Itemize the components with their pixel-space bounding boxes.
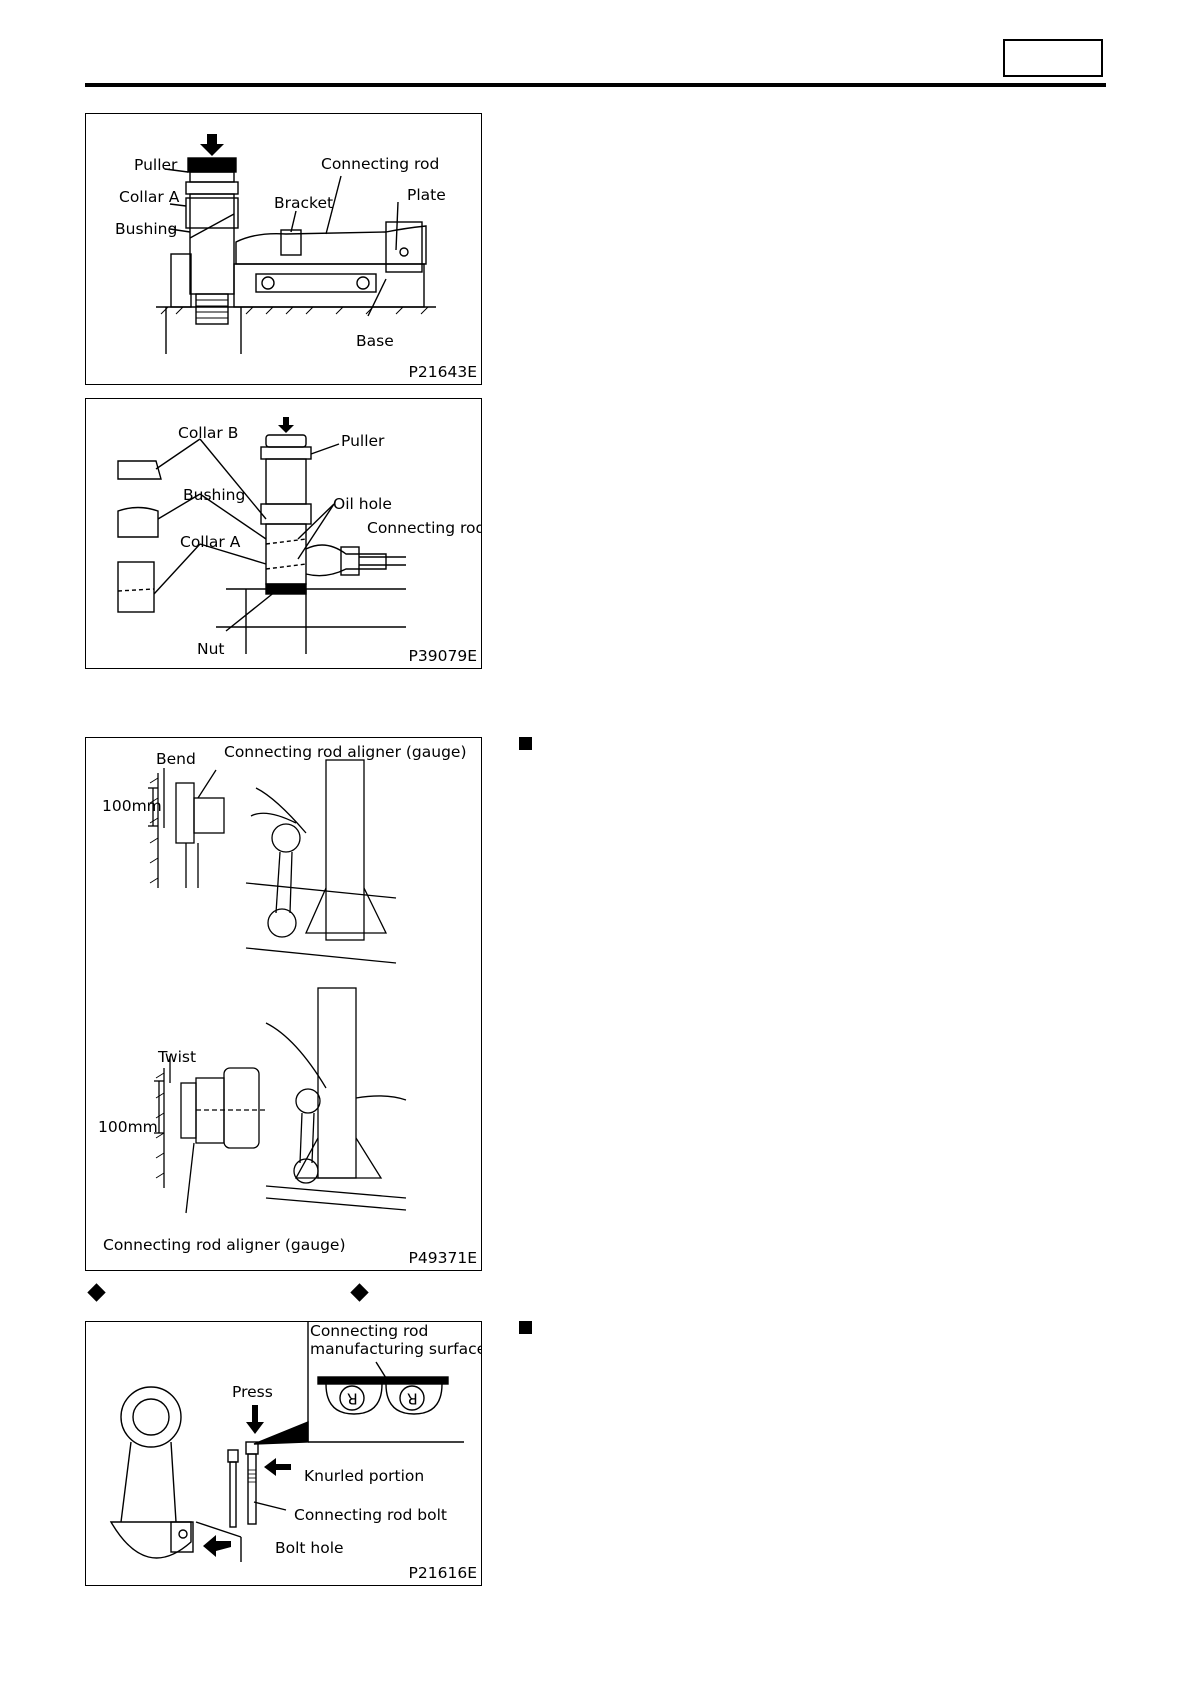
label-connecting-rod-bolt: Connecting rod bolt [294,1506,447,1524]
label-aligner-bottom: Connecting rod aligner (gauge) [103,1236,346,1254]
figure-rod-alignment-drawing [148,759,407,1214]
label-twist: Twist [158,1048,197,1066]
label-bolt-hole: Bolt hole [275,1539,344,1557]
label-press: Press [232,1383,273,1401]
figure-bushing-installation: Collar B Puller Bushing Oil hole Connect… [85,398,482,669]
label-bracket: Bracket [274,194,334,212]
label-puller: Puller [341,432,385,450]
label-nut: Nut [197,640,225,658]
label-connecting-rod: Connecting rod [321,155,440,173]
figure-rod-bolt-drawing [109,1322,464,1562]
step-bullet-diamond [87,1283,106,1302]
figure-code: P21616E [408,1563,477,1582]
label-knurled-portion: Knurled portion [304,1467,425,1485]
label-collar-a: Collar A [119,188,180,206]
figure-bushing-removal-drawing [156,134,436,354]
header-rule [85,83,1106,87]
figure-code: P39079E [408,646,477,665]
label-base: Base [356,332,394,350]
label-oil-hole: Oil hole [333,495,392,513]
label-100mm-top: 100mm [102,797,162,815]
figure-bushing-installation-drawing [117,417,406,654]
section-bullet-square [519,1321,532,1334]
figure-code: P21643E [408,362,477,381]
label-bend: Bend [156,750,196,768]
page-section-tag [1003,39,1103,77]
section-bullet-square [519,737,532,750]
figure-rod-alignment: Bend Connecting rod aligner (gauge) 100m… [85,737,482,1271]
figure-code: P49371E [408,1248,477,1267]
figure-bushing-removal: Puller Connecting rod Collar A Plate Bra… [85,113,482,385]
step-bullet-diamond [350,1283,369,1302]
label-manufacturing-surface-1: Connecting rod [310,1322,429,1340]
label-bushing: Bushing [115,220,178,238]
label-bushing: Bushing [183,486,246,504]
label-connecting-rod: Connecting rod [367,519,482,537]
label-plate: Plate [407,186,446,204]
label-manufacturing-surface-2: manufacturing surface [310,1340,482,1358]
label-collar-a: Collar A [180,533,241,551]
label-collar-b: Collar B [178,424,239,442]
label-mark-r-1: R [347,1389,358,1408]
figure-rod-bolt: Connecting rod manufacturing surface Pre… [85,1321,482,1586]
label-mark-r-2: R [407,1389,418,1408]
label-aligner-top: Connecting rod aligner (gauge) [224,743,467,761]
label-100mm-bottom: 100mm [98,1118,158,1136]
label-puller: Puller [134,156,178,174]
